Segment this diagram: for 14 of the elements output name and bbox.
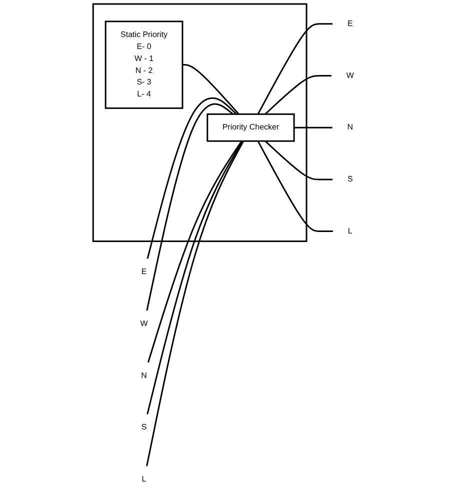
- node-box: [104, 20, 184, 109]
- node-box: [206, 113, 295, 142]
- connector: [182, 64, 240, 115]
- connector: [257, 23, 333, 114]
- connector: [264, 140, 333, 180]
- connector: [146, 140, 244, 414]
- cluster: [92, 3, 308, 242]
- connector: [294, 126, 332, 128]
- connector: [146, 97, 238, 259]
- connector: [146, 140, 244, 466]
- connector: [257, 140, 333, 232]
- connector: [147, 140, 242, 363]
- connector: [264, 75, 332, 115]
- connector: [146, 103, 234, 311]
